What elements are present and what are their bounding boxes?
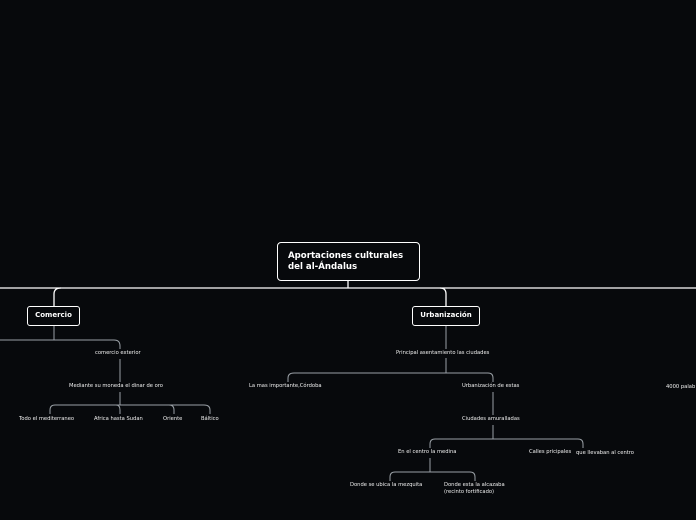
alcazaba-node[interactable]: Donde esta la alcazaba (recinto fortific…	[444, 482, 505, 495]
destino-4-connector	[203, 404, 211, 414]
destino-baltico-node[interactable]: Báltico	[201, 416, 219, 422]
calles-detalle-node[interactable]: que llevaban al centro	[576, 450, 634, 456]
exterior-connector	[54, 339, 121, 349]
medina-connector	[429, 438, 436, 448]
urbanizacion-label: Urbanización	[420, 311, 472, 319]
comercio-exterior-node[interactable]: comercio exterior	[95, 350, 141, 356]
destino-mediterraneo-node[interactable]: Todo el mediterraneo	[19, 416, 75, 422]
comercio-left-connector	[0, 326, 55, 341]
destino-2-connector	[115, 404, 121, 414]
root-node[interactable]: Aportaciones culturales del al-Ándalus	[277, 242, 420, 281]
destino-oriente-node[interactable]: Oriente	[163, 416, 183, 422]
alcazaba-connector	[469, 471, 476, 481]
mezquita-node[interactable]: Donde se ubica la mezquita	[350, 482, 423, 488]
urbanizacion-estas-node[interactable]: Urbanización de estas	[462, 383, 520, 389]
urbanizacion-connector	[439, 287, 447, 306]
destino-africa-node[interactable]: Africa hasta Sudan	[94, 416, 143, 422]
urbanizacion-node[interactable]: Urbanización	[412, 306, 480, 326]
ciudades-amuralladas-node[interactable]: Ciudades amuralladas	[462, 416, 520, 422]
calles-connector	[577, 438, 584, 448]
asentamiento-node[interactable]: Principal asentamiento las ciudades	[396, 350, 490, 356]
mezquita-connector	[389, 471, 396, 481]
estas-connector	[487, 372, 494, 382]
cordoba-node[interactable]: La mas importante,Córdoba	[249, 383, 322, 389]
comercio-node[interactable]: Comercio	[27, 306, 80, 326]
comercio-label: Comercio	[35, 311, 72, 319]
cordoba-connector	[287, 372, 295, 382]
calles-principales-node[interactable]: Calles pricipales	[529, 449, 572, 455]
medina-node[interactable]: En el centro la medina	[398, 449, 457, 455]
destino-1-connector	[49, 404, 56, 414]
destino-3-connector	[168, 404, 175, 414]
moneda-node[interactable]: Mediante su moneda el dinar de oro	[69, 383, 163, 389]
root-title: Aportaciones culturales del al-Ándalus	[288, 251, 404, 272]
offscreen-node-4000[interactable]: 4000 palab	[666, 384, 696, 390]
comercio-connector	[53, 287, 62, 306]
